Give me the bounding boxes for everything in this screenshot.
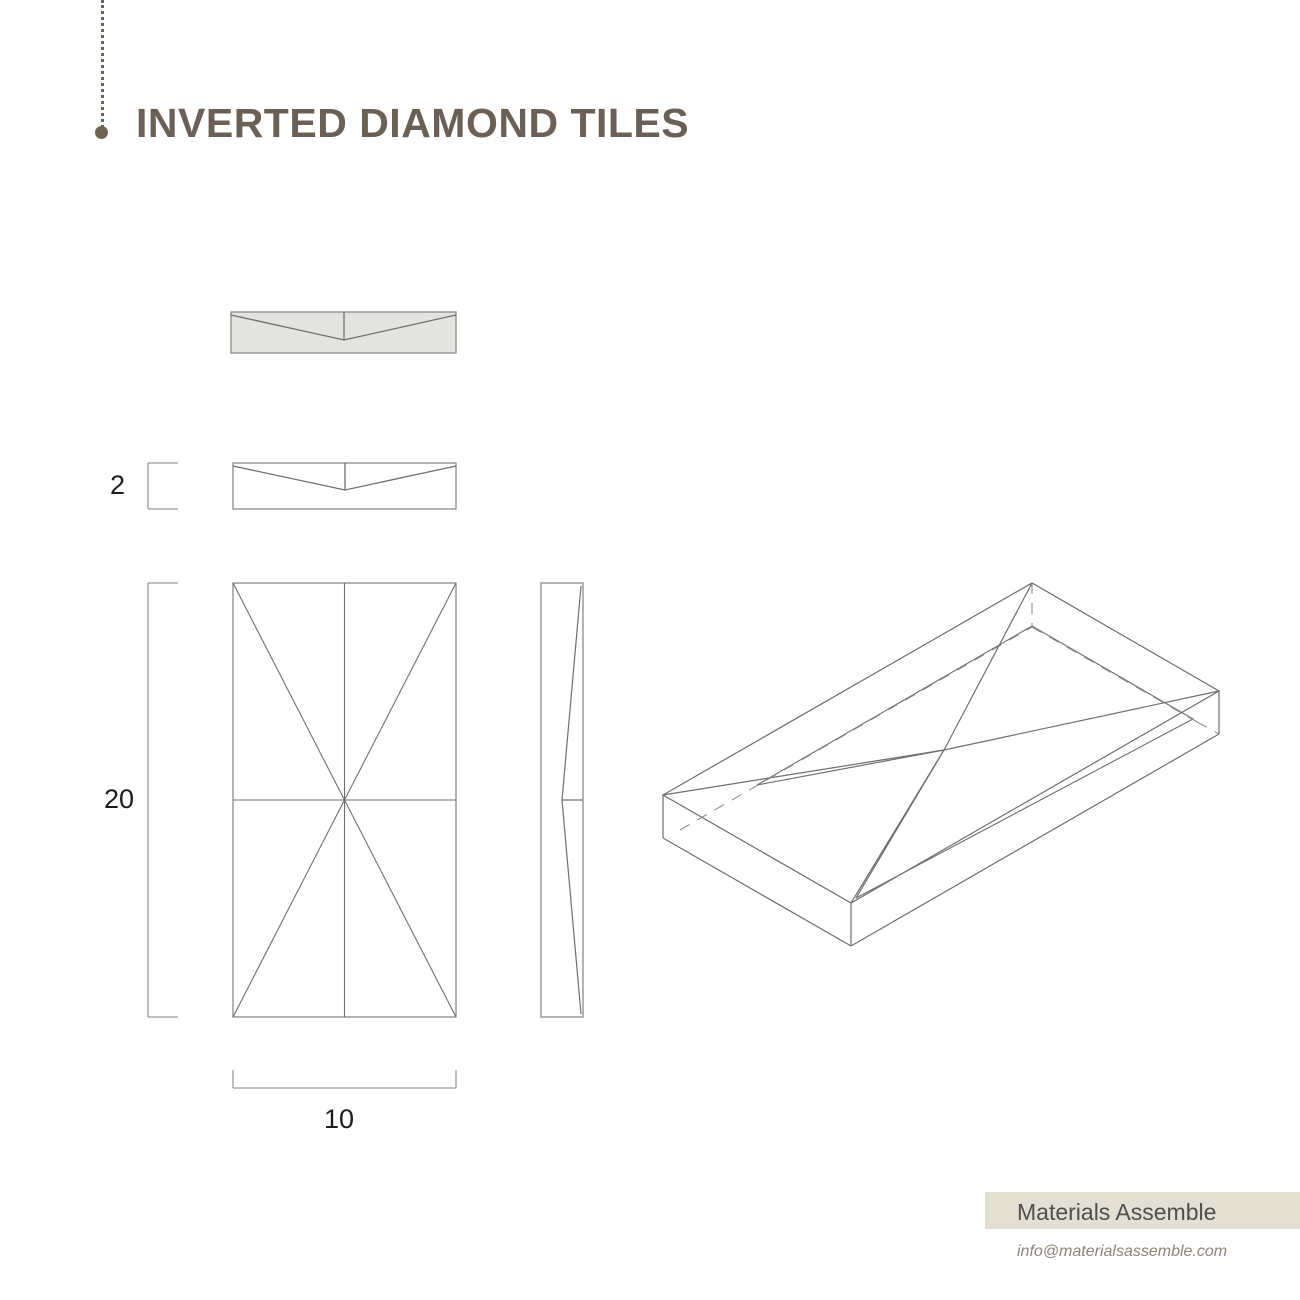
dimension-thickness: [147, 462, 178, 510]
isometric-view: [661, 582, 1221, 947]
page-title: INVERTED DIAMOND TILES: [136, 100, 690, 146]
dimension-label-thickness: 2: [110, 470, 126, 500]
dotted-marker-line: [101, 0, 104, 128]
side-elevation-view: [540, 582, 584, 1018]
plan-view: [232, 582, 457, 1018]
marker-dot-icon: [95, 126, 108, 139]
outline-elevation-view: [232, 462, 457, 510]
dimension-height: [147, 582, 178, 1018]
brand-band: [985, 1192, 1300, 1229]
dimension-label-height: 20: [104, 784, 135, 814]
dimension-label-width: 10: [324, 1104, 355, 1134]
brand-email[interactable]: info@materialsassemble.com: [1017, 1243, 1228, 1260]
filled-elevation-view: [230, 311, 457, 354]
dimension-width: [232, 1070, 457, 1089]
brand-name: Materials Assemble: [1017, 1199, 1217, 1225]
